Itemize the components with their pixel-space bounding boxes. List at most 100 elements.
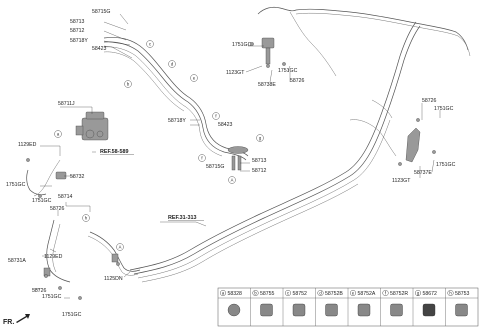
fr-arrow-icon [16,314,30,323]
label-58713-top: 58713 [70,19,85,25]
legend-key-circle [382,290,389,297]
label-58714: 58714 [58,194,73,200]
bracket-right [405,127,421,163]
legend-part-icon [357,303,371,317]
legend-key-circle [447,290,454,297]
abs-module [75,111,109,141]
svg-text:f: f [201,156,203,161]
legend-key-circle [317,290,324,297]
label-58715G-mid: 58715G [206,164,224,170]
callout-f2: f [198,154,206,162]
legend-part-number: 58753 [455,291,470,297]
svg-text:g: g [259,136,262,141]
leader-lines [34,13,441,299]
label-1751GC-topc: 1751GC [232,42,252,48]
front-pipe-bundle [103,37,249,161]
svg-text:c: c [149,42,151,47]
svg-text:d: d [171,62,174,67]
label-58718Y-mid: 58718Y [168,118,186,124]
label-58726-right: 58726 [422,98,437,104]
legend-part-icon [292,303,306,317]
label-1125DN: 1125DN [104,276,123,282]
label-1751GC-bot1: 1751GC [42,294,62,300]
legend-part-number: 58752R [390,291,408,297]
callout-e: e [190,74,198,82]
label-58713-mid: 58713 [252,158,267,164]
svg-text:a: a [57,132,60,137]
legend-part-icon [227,303,241,317]
legend-part-icon [260,303,273,317]
bracket-top-center [261,37,275,65]
callout-A-mid: A [228,176,236,184]
legend-part-icon [455,303,468,317]
label-58737E: 58737E [414,170,432,176]
legend-key-circle [350,290,357,297]
label-58732: 58732 [70,174,85,180]
callout-A-low: A [116,243,124,251]
label-58711J: 58711J [58,101,75,107]
bracket-mid [227,146,249,171]
front-lower-pipes [26,159,141,283]
label-1129ED-bot: 1129ED [44,254,63,260]
label-58712-top: 58712 [70,28,85,34]
callout-c: c [146,40,154,48]
label-1123GT-right: 1123GT [392,178,411,184]
callout-d: d [168,60,176,68]
legend-part-number: 58752A [358,291,376,297]
label-58712-mid: 58712 [252,168,267,174]
legend-part-number: 58752B [325,291,343,297]
svg-text:b: b [127,82,130,87]
legend-part-icon [390,303,403,317]
legend-key: d [319,290,322,295]
callout-g: g [256,134,264,142]
legend-key: a [222,290,225,295]
legend-key: b [254,290,257,295]
underbody-pipes [129,6,471,283]
legend-part-number: 58328 [228,291,243,297]
label-1751GC-right: 1751GC [434,106,454,112]
svg-text:e: e [193,76,196,81]
legend-key-circle [252,290,259,297]
part-labels: 58715G 58713 58712 58718Y 58423 58711J 1… [6,9,456,318]
label-1751GC-left: 1751GC [6,182,26,188]
ref-31-313: REF.31-313 [168,215,196,221]
label-58423-mid: 58423 [218,122,233,128]
fr-label: FR. [3,319,14,326]
callout-f: f [212,112,220,120]
label-58423-top: 58423 [92,46,107,52]
hose-left [43,171,119,277]
svg-text:A: A [231,178,234,183]
label-1751GC-topc2: 1751GC [278,68,298,74]
legend-part-icon [422,303,436,317]
svg-text:A: A [119,245,122,250]
label-1129ED-top: 1129ED [18,142,37,148]
label-58715G-top: 58715G [92,9,110,15]
legend-part-icon [325,303,338,317]
legend-key-circle [285,290,292,297]
label-58731A: 58731A [8,258,26,264]
label-1123GT-topc: 1123GT [226,70,245,76]
legend-part-number: 58755 [260,291,275,297]
callout-b: b [124,80,132,88]
legend-key: e [352,290,355,295]
label-58726-left: 58726 [50,206,65,212]
fasteners [26,42,436,300]
label-58738E: 58738E [258,82,276,88]
legend-key: g [417,290,420,295]
legend-part-number: 58672 [423,291,438,297]
legend-key: c [287,290,289,295]
ref-58-589: REF.58-589 [100,149,128,155]
callout-h: h [82,214,90,222]
legend-key: h [449,290,452,295]
label-1751GC-left2: 1751GC [32,198,52,204]
